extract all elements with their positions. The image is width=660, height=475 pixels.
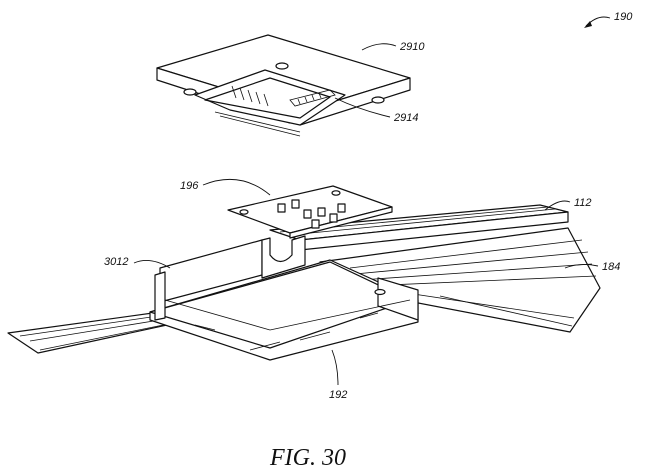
leader-lines (133, 16, 611, 386)
cover-module-2910 (156, 34, 411, 137)
arrow-head-icon (584, 21, 592, 28)
label-2914: 2914 (393, 112, 418, 124)
label-2910: 2910 (399, 41, 425, 53)
reference-labels: 190 2910 2914 196 112 184 3012 192 (104, 11, 633, 401)
label-190: 190 (614, 11, 633, 23)
rail-assembly (7, 204, 601, 354)
base-housing-192 (149, 235, 419, 361)
label-3012: 3012 (104, 256, 128, 268)
label-196: 196 (180, 180, 199, 192)
label-192: 192 (329, 389, 347, 401)
circuit-board-196 (227, 185, 393, 239)
label-112: 112 (574, 197, 592, 209)
label-184: 184 (602, 261, 620, 273)
figure-caption: FIG. 30 (269, 445, 346, 471)
